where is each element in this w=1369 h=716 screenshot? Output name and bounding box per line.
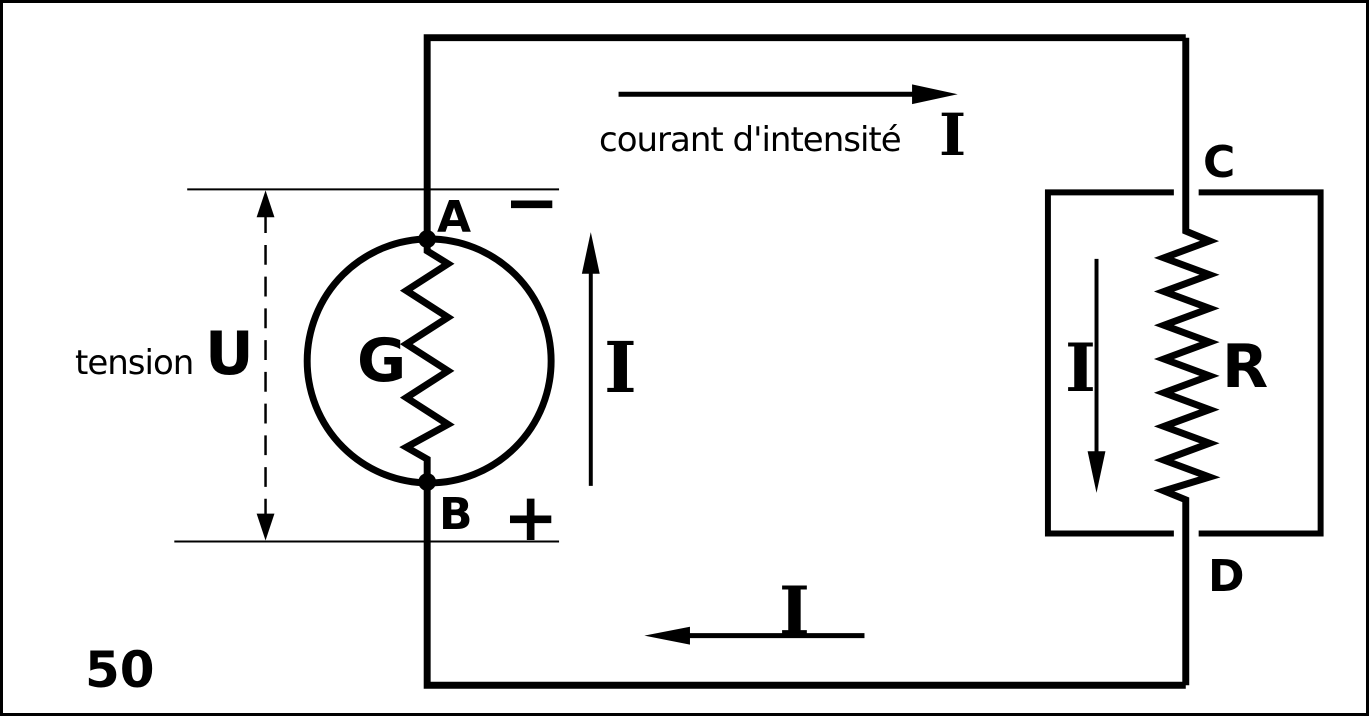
load-box-left bbox=[1044, 189, 1174, 537]
terminal-d-label: D bbox=[1208, 551, 1245, 602]
current-arrow-bottom-icon bbox=[644, 626, 865, 645]
tension-caption: tension bbox=[75, 343, 194, 383]
resistor-label: R bbox=[1222, 332, 1269, 402]
terminal-b-label: B bbox=[439, 489, 473, 540]
figure-number: 50 bbox=[85, 641, 155, 699]
circuit-wire-bottom-left bbox=[423, 481, 1186, 689]
terminal-a-dot bbox=[418, 230, 437, 248]
current-caption: courant d'intensité bbox=[599, 120, 902, 160]
circuit-wire-top-left bbox=[423, 34, 1186, 240]
terminal-b-dot bbox=[418, 473, 437, 491]
generator-label: G bbox=[357, 326, 407, 396]
generator-winding bbox=[399, 239, 455, 482]
terminal-c-label: C bbox=[1203, 137, 1236, 188]
voltage-span-arrow bbox=[256, 190, 275, 541]
current-symbol-load: I bbox=[1065, 329, 1096, 407]
minus-sign: − bbox=[504, 164, 560, 241]
current-symbol-top: I bbox=[939, 101, 967, 169]
load-box-right bbox=[1198, 189, 1324, 537]
tension-symbol: U bbox=[205, 319, 254, 389]
terminal-a-label: A bbox=[437, 192, 472, 243]
current-symbol-generator: I bbox=[604, 326, 637, 409]
current-arrow-load-icon bbox=[1087, 258, 1106, 493]
resistor-zigzag bbox=[1153, 37, 1221, 686]
circuit-diagram-svg bbox=[174, 34, 1324, 689]
current-arrow-top-icon bbox=[618, 84, 958, 105]
plus-sign: + bbox=[503, 479, 559, 556]
current-symbol-bottom: I bbox=[779, 572, 810, 650]
current-arrow-generator-icon bbox=[581, 232, 600, 486]
